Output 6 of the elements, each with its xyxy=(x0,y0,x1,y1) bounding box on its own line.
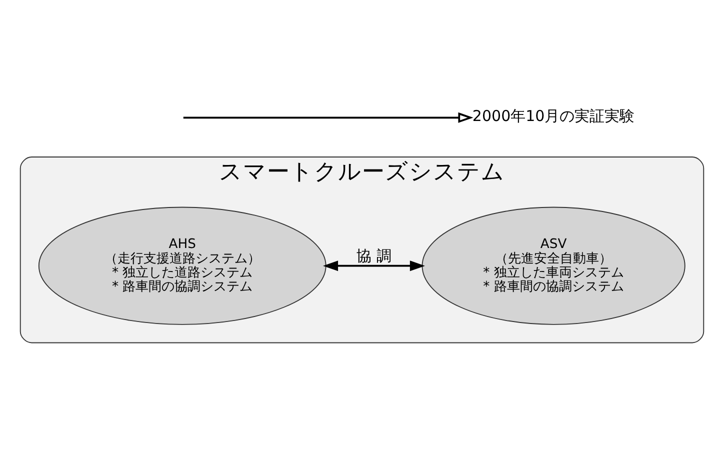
node-ellipse: AHS （走行支援道路システム） * 独立した道路システム * 路車間の協調システム xyxy=(38,206,326,325)
node-text: 2000年10月の実証実験 xyxy=(472,107,635,126)
arrow xyxy=(322,260,425,272)
node-ellipse: ASV （先進安全自動車） * 独立した車両システム * 路車間の協調システム xyxy=(422,206,686,325)
arrow xyxy=(183,112,474,123)
edge-label: 協 調 xyxy=(356,246,392,265)
